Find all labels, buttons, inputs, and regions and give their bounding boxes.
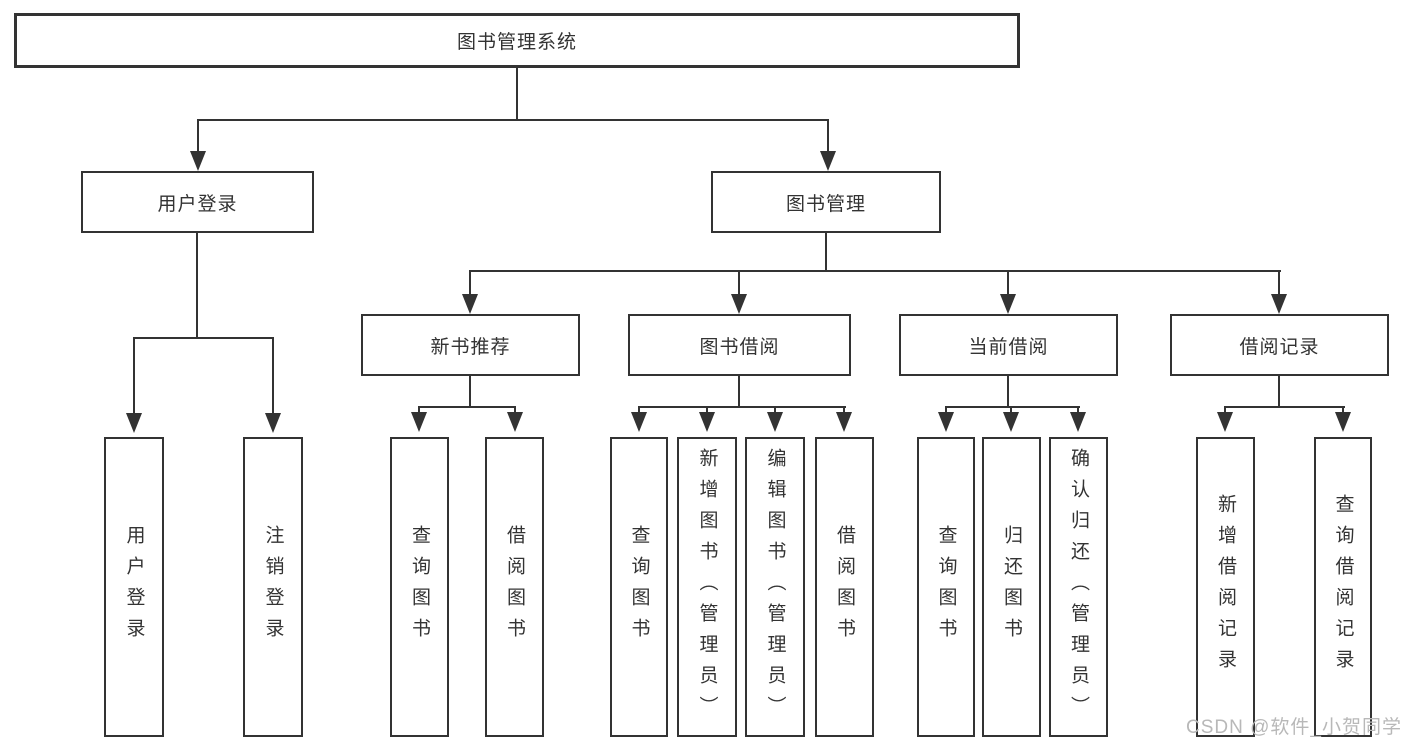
arrow-down-icon: [507, 412, 523, 432]
edge-user-trunk: [196, 233, 198, 339]
leaf-query-borrow-record: 查询借阅记录: [1314, 437, 1372, 737]
arrow-down-icon: [1335, 412, 1351, 432]
edge-user-stem-left: [133, 337, 135, 415]
edge-current-trunk: [1007, 376, 1009, 408]
edge-user-bar: [133, 337, 274, 339]
edge-current-stem-1: [945, 406, 947, 416]
leaf-add-borrow-record: 新增借阅记录: [1196, 437, 1255, 737]
edge-borrow-bar: [638, 406, 846, 408]
arrow-down-icon: [190, 151, 206, 171]
edge-records-bar: [1224, 406, 1345, 408]
leaf-rec-query-book-label: 查询图书: [409, 525, 430, 649]
leaf-confirm-return-admin-label: 确认归还（管理员）: [1068, 447, 1089, 727]
arrow-down-icon: [1003, 412, 1019, 432]
edge-rec-stem-2: [514, 406, 516, 416]
edge-borrow-stem-3: [774, 406, 776, 416]
edge-borrow-trunk: [738, 376, 740, 408]
arrow-down-icon: [1217, 412, 1233, 432]
edge-mgmt-stem-1: [469, 270, 471, 296]
node-current-borrow: 当前借阅: [899, 314, 1118, 376]
leaf-user-login: 用户登录: [104, 437, 164, 737]
leaf-rec-borrow-book-label: 借阅图书: [504, 525, 525, 649]
arrow-down-icon: [1070, 412, 1086, 432]
node-user-login: 用户登录: [81, 171, 314, 233]
leaf-return-book: 归还图书: [982, 437, 1041, 737]
node-borrow-records: 借阅记录: [1170, 314, 1389, 376]
leaf-logout: 注销登录: [243, 437, 303, 737]
leaf-add-book-admin: 新增图书（管理员）: [677, 437, 737, 737]
leaf-confirm-return-admin: 确认归还（管理员）: [1049, 437, 1108, 737]
node-new-book-recommend-label: 新书推荐: [430, 336, 511, 358]
edge-root-bar: [197, 119, 829, 121]
node-new-book-recommend: 新书推荐: [361, 314, 580, 376]
edge-mgmt-stem-3: [1007, 270, 1009, 296]
leaf-rec-borrow-book: 借阅图书: [485, 437, 544, 737]
arrow-down-icon: [1271, 294, 1287, 314]
node-book-borrow-label: 图书借阅: [699, 336, 780, 358]
edge-root-stem-right: [827, 119, 829, 153]
arrow-down-icon: [836, 412, 852, 432]
edge-rec-bar: [418, 406, 516, 408]
edge-current-bar: [945, 406, 1080, 408]
leaf-rec-query-book: 查询图书: [390, 437, 449, 737]
leaf-borrow-query-book: 查询图书: [610, 437, 668, 737]
leaf-add-borrow-record-label: 新增借阅记录: [1215, 494, 1236, 680]
arrow-down-icon: [820, 151, 836, 171]
leaf-logout-label: 注销登录: [262, 525, 284, 649]
leaf-current-query-book: 查询图书: [917, 437, 975, 737]
edge-current-stem-2: [1010, 406, 1012, 416]
csdn-watermark: CSDN @软件_小贺同学: [1186, 717, 1402, 738]
arrow-down-icon: [731, 294, 747, 314]
leaf-query-borrow-record-label: 查询借阅记录: [1332, 494, 1354, 680]
edge-borrow-stem-2: [706, 406, 708, 416]
arrow-down-icon: [938, 412, 954, 432]
edge-borrow-stem-4: [843, 406, 845, 416]
arrow-down-icon: [411, 412, 427, 432]
leaf-current-query-book-label: 查询图书: [935, 525, 957, 649]
node-book-management: 图书管理: [711, 171, 941, 233]
arrow-down-icon: [462, 294, 478, 314]
leaf-edit-book-admin: 编辑图书（管理员）: [745, 437, 805, 737]
leaf-add-book-admin-label: 新增图书（管理员）: [696, 447, 718, 727]
edge-mgmt-trunk: [825, 233, 827, 272]
edge-root-trunk: [516, 68, 518, 121]
node-current-borrow-label: 当前借阅: [968, 336, 1049, 358]
edge-user-stem-right: [272, 337, 274, 415]
edge-rec-stem-1: [418, 406, 420, 416]
leaf-borrow-query-book-label: 查询图书: [628, 525, 650, 649]
node-borrow-records-label: 借阅记录: [1239, 336, 1320, 358]
arrow-down-icon: [265, 413, 281, 433]
leaf-borrow-book: 借阅图书: [815, 437, 874, 737]
leaf-borrow-book-label: 借阅图书: [834, 525, 855, 649]
node-root-label: 图书管理系统: [456, 32, 577, 53]
edge-records-stem-2: [1342, 406, 1344, 416]
edge-mgmt-stem-2: [738, 270, 740, 296]
arrow-down-icon: [631, 412, 647, 432]
edge-mgmt-stem-4: [1278, 270, 1280, 296]
node-user-login-label: 用户登录: [157, 193, 238, 215]
leaf-edit-book-admin-label: 编辑图书（管理员）: [764, 447, 786, 727]
leaf-user-login-label: 用户登录: [123, 525, 145, 649]
node-book-management-label: 图书管理: [785, 193, 866, 215]
node-root: 图书管理系统: [14, 13, 1020, 68]
edge-borrow-stem-1: [638, 406, 640, 416]
arrow-down-icon: [1000, 294, 1016, 314]
edge-root-stem-left: [197, 119, 199, 153]
arrow-down-icon: [767, 412, 783, 432]
arrow-down-icon: [699, 412, 715, 432]
arrow-down-icon: [126, 413, 142, 433]
edge-current-stem-3: [1077, 406, 1079, 416]
edge-rec-trunk: [469, 376, 471, 408]
edge-records-trunk: [1278, 376, 1280, 408]
node-book-borrow: 图书借阅: [628, 314, 851, 376]
edge-mgmt-bar: [469, 270, 1281, 272]
leaf-return-book-label: 归还图书: [1001, 525, 1022, 649]
edge-records-stem-1: [1224, 406, 1226, 416]
